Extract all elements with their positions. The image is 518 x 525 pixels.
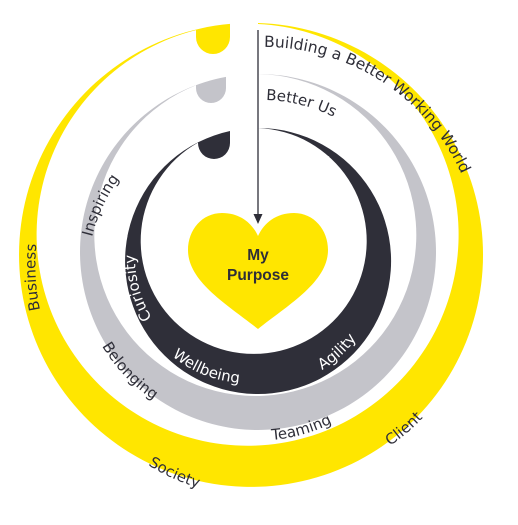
center-line1: My <box>247 247 269 264</box>
heart-icon <box>188 213 328 329</box>
inner-ring-title: Better Me <box>264 136 341 176</box>
center-line2: Purpose <box>227 267 289 284</box>
purpose-arrowhead <box>253 214 263 224</box>
outer-label-business: Business <box>21 243 44 313</box>
